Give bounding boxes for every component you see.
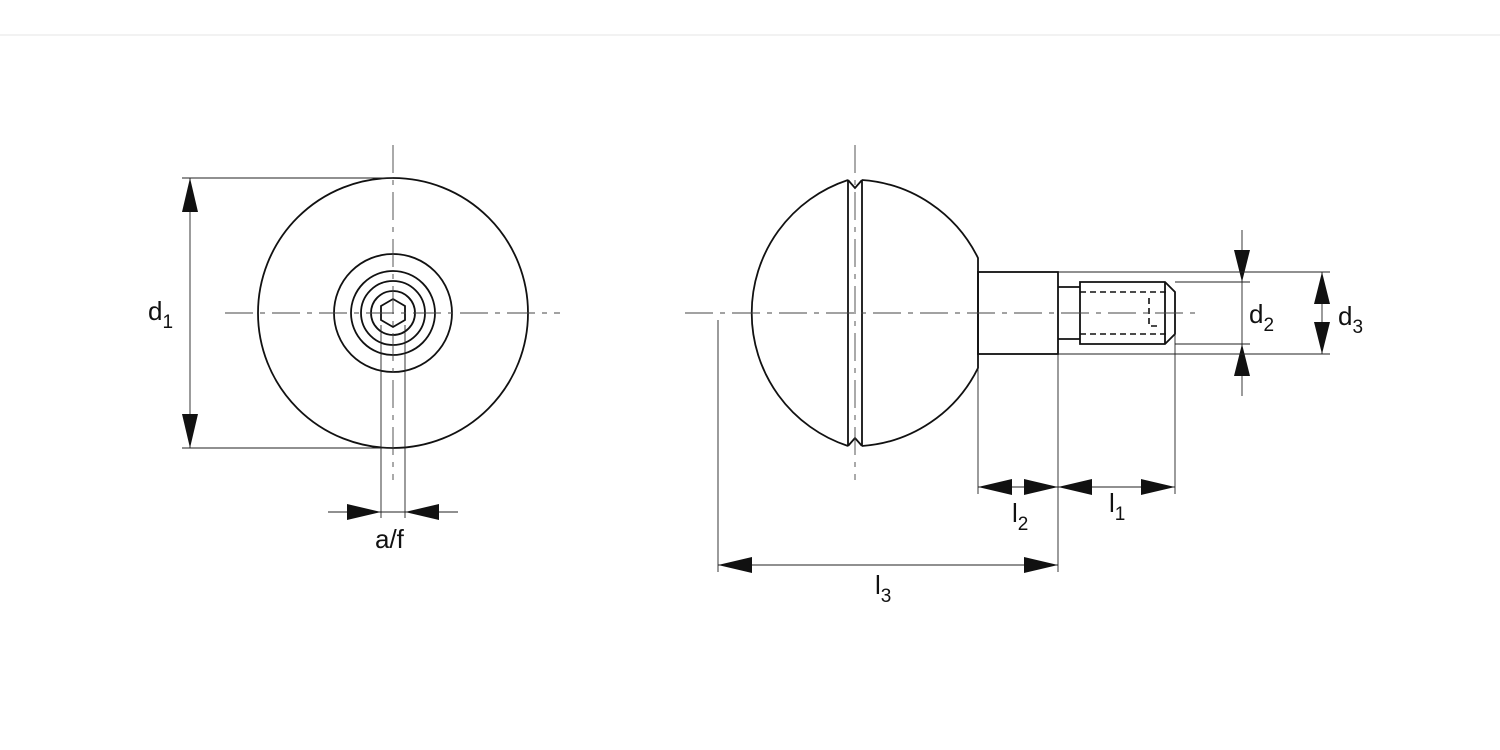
l2-arrow-right — [1024, 479, 1058, 495]
l1-label: l1 — [1109, 488, 1125, 525]
neck — [1058, 286, 1080, 340]
l1-arrow-left — [1058, 479, 1092, 495]
front-view: d1 a/f — [148, 145, 560, 554]
d2-arrow-bottom — [1234, 344, 1250, 376]
hex-socket — [380, 297, 406, 329]
hidden-socket — [1148, 298, 1160, 327]
af-arrow-right — [405, 504, 439, 520]
d1-arrow-bottom — [182, 414, 198, 448]
d3-arrow-bottom — [1314, 322, 1330, 354]
l2-label: l2 — [1012, 498, 1028, 535]
af-arrow-left — [347, 504, 381, 520]
l3-arrow-left — [718, 557, 752, 573]
d2-label: d2 — [1249, 299, 1274, 336]
l3-label: l3 — [875, 570, 891, 607]
l3-arrow-right — [1024, 557, 1058, 573]
d1-arrow-top — [182, 178, 198, 212]
l1-arrow-right — [1141, 479, 1175, 495]
d2-arrow-top — [1234, 250, 1250, 282]
side-view: d2 d3 l2 l1 l3 — [685, 145, 1363, 607]
af-label: a/f — [375, 524, 405, 554]
d1-label: d1 — [148, 296, 173, 333]
l2-arrow-left — [978, 479, 1012, 495]
d3-label: d3 — [1338, 301, 1363, 338]
d3-arrow-top — [1314, 272, 1330, 304]
groove-notch-top — [847, 179, 863, 190]
